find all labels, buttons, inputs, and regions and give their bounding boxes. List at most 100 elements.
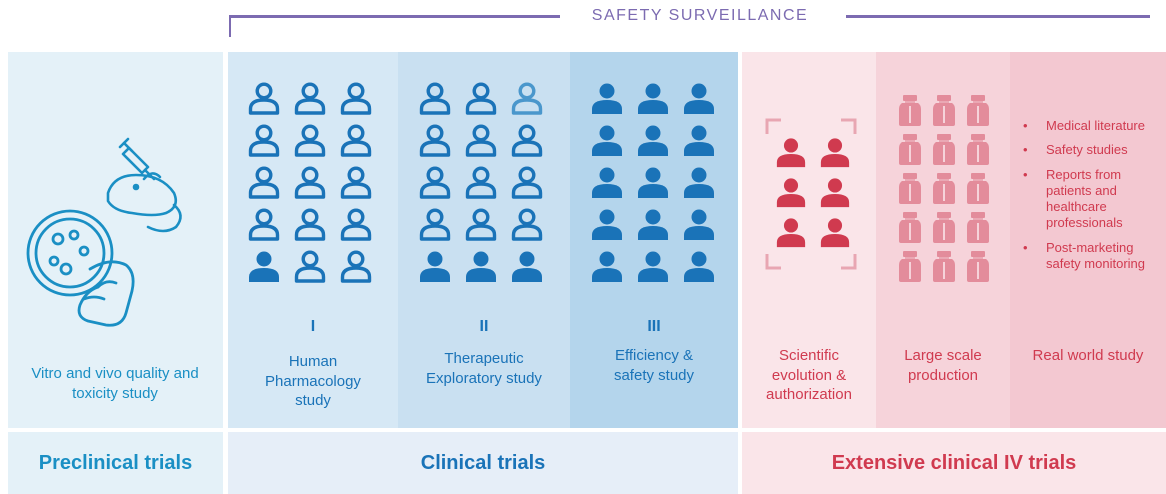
vial-icon [966, 134, 990, 165]
person-solid-icon [682, 208, 716, 242]
safety-bracket-left [229, 15, 231, 37]
preclinical-footer: Preclinical trials [8, 432, 223, 494]
large-scale-label: Large scale production [904, 347, 982, 384]
person-outline-icon [510, 124, 544, 158]
phase-1-people-grid [247, 82, 373, 284]
person-outline-icon [510, 82, 544, 116]
focus-people-icon [765, 118, 857, 270]
person-solid-icon [590, 208, 624, 242]
vial-icon [898, 251, 922, 282]
phase-1-numeral: I [310, 318, 316, 335]
person-outline-icon [510, 208, 544, 242]
person-outline-icon [339, 124, 373, 158]
person-solid-icon [590, 166, 624, 200]
vial-icon [932, 95, 956, 126]
preclinical-illustration [36, 135, 196, 335]
person-outline-icon [418, 124, 452, 158]
person-solid-icon [590, 82, 624, 116]
phase-3-people-grid [590, 82, 716, 284]
preclinical-column [8, 52, 223, 428]
phase-2-people-grid [418, 82, 544, 284]
focus-people-grid [775, 137, 851, 249]
person-solid-icon [464, 250, 498, 284]
person-outline-icon [464, 166, 498, 200]
vial-icon [932, 134, 956, 165]
person-solid-icon [247, 250, 281, 284]
vial-icon [932, 173, 956, 204]
person-outline-icon [464, 82, 498, 116]
person-outline-icon [418, 166, 452, 200]
bullet-item: Safety studies [1020, 142, 1162, 159]
vial-icon [898, 95, 922, 126]
mouse-syringe-icon [106, 137, 182, 233]
bullet-item: Post-marketing safety monitoring [1020, 240, 1162, 273]
person-solid-icon [418, 250, 452, 284]
person-outline-icon [339, 208, 373, 242]
person-solid-icon [682, 166, 716, 200]
phase-1-label: Human Pharmacology study [265, 353, 361, 409]
person-outline-icon [293, 208, 327, 242]
phase-3-numeral: III [647, 318, 661, 335]
person-outline-icon [339, 82, 373, 116]
person-outline-icon [293, 166, 327, 200]
vial-icon [966, 95, 990, 126]
extensive-footer: Extensive clinical IV trials [742, 432, 1166, 494]
person-solid-icon [636, 250, 670, 284]
preclinical-description: Vitro and vivo quality and toxicity stud… [31, 365, 199, 402]
person-solid-icon [682, 124, 716, 158]
person-solid-icon [682, 82, 716, 116]
phase-2-label: Therapeutic Exploratory study [426, 350, 542, 387]
bullet-item: Medical literature [1020, 118, 1162, 135]
person-outline-icon [510, 166, 544, 200]
person-outline-icon [418, 82, 452, 116]
person-outline-icon [464, 124, 498, 158]
person-outline-icon [339, 166, 373, 200]
safety-surveillance-label: SAFETY SURVEILLANCE [560, 7, 840, 25]
vial-icon [898, 212, 922, 243]
person-outline-icon [339, 250, 373, 284]
person-solid-icon [636, 208, 670, 242]
safety-bracket-line-right [846, 15, 1150, 18]
clinical-footer: Clinical trials [228, 432, 738, 494]
person-outline-icon [247, 208, 281, 242]
real-world-label: Real world study [1032, 347, 1144, 364]
phase-3-column [570, 52, 738, 428]
person-outline-icon [247, 82, 281, 116]
vial-icon [898, 134, 922, 165]
real-world-bullets: Medical literature Safety studies Report… [1020, 118, 1162, 280]
vial-icon [966, 173, 990, 204]
vial-icon [932, 212, 956, 243]
person-solid-icon [819, 177, 851, 209]
person-outline-icon [293, 124, 327, 158]
person-outline-icon [293, 250, 327, 284]
vial-icon [966, 212, 990, 243]
person-solid-icon [510, 250, 544, 284]
bullet-item: Reports from patients and healthcare pro… [1020, 167, 1162, 232]
person-solid-icon [590, 124, 624, 158]
vial-grid [898, 95, 990, 282]
petri-dish-icon [14, 195, 154, 345]
person-solid-icon [819, 137, 851, 169]
person-solid-icon [775, 217, 807, 249]
safety-bracket-line-left [229, 15, 560, 18]
person-solid-icon [819, 217, 851, 249]
person-outline-icon [293, 82, 327, 116]
person-solid-icon [636, 166, 670, 200]
person-outline-icon [247, 166, 281, 200]
person-solid-icon [590, 250, 624, 284]
scientific-evolution-label: Scientific evolution & authorization [766, 347, 852, 403]
vial-icon [898, 173, 922, 204]
person-solid-icon [636, 82, 670, 116]
vial-icon [966, 251, 990, 282]
person-outline-icon [418, 208, 452, 242]
person-outline-icon [464, 208, 498, 242]
person-solid-icon [636, 124, 670, 158]
vial-icon [932, 251, 956, 282]
person-solid-icon [775, 177, 807, 209]
phase-3-label: Efficiency & safety study [613, 347, 695, 384]
person-outline-icon [247, 124, 281, 158]
scientific-evolution-column [742, 52, 876, 428]
person-solid-icon [775, 137, 807, 169]
person-solid-icon [682, 250, 716, 284]
phase-2-numeral: II [479, 318, 489, 335]
